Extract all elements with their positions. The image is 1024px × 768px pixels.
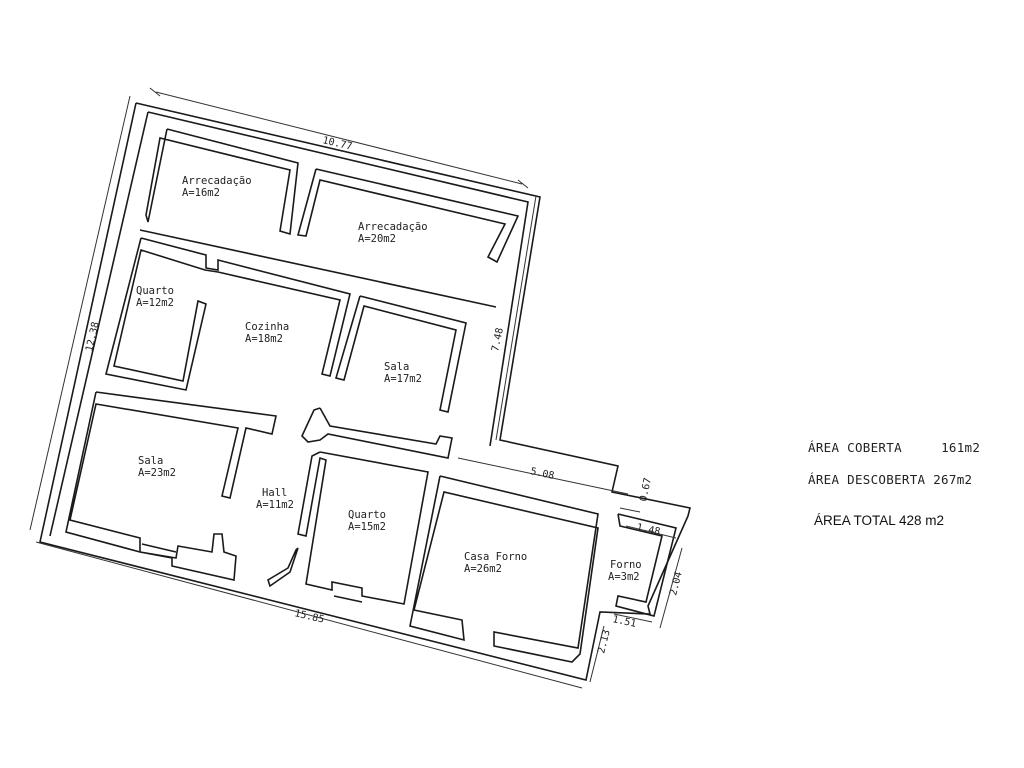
room-area: A=23m2 (138, 467, 176, 479)
summary-coberta-label: ÁREA COBERTA (808, 440, 902, 455)
room-name: Arrecadação (358, 221, 428, 233)
room-area: A=3m2 (608, 571, 640, 583)
room-name: Arrecadação (182, 175, 252, 187)
dimension-right-upper: 7.48 (490, 327, 506, 353)
dimension-forno-width: 1.51 (611, 614, 637, 630)
summary-coberta: ÁREA COBERTA 161m2 (808, 440, 980, 455)
room-name: Cozinha (245, 321, 289, 333)
summary-descoberta-label: ÁREA DESCOBERTA (808, 472, 926, 487)
dimension-small-1: 0.67 (638, 477, 654, 503)
room-name: Casa Forno (464, 551, 527, 563)
room-area: A=16m2 (182, 187, 220, 199)
room-name: Quarto (348, 509, 386, 521)
dimension-small-2: 1.48 (635, 522, 661, 538)
room-label-arrecadacao-20: Arrecadação A=20m2 (358, 221, 428, 245)
room-label-sala-23: Sala A=23m2 (138, 455, 176, 479)
room-name: Hall (262, 487, 287, 499)
room-label-quarto-15: Quarto A=15m2 (348, 509, 386, 533)
room-label-cozinha: Cozinha A=18m2 (245, 321, 289, 345)
room-label-hall: Hall A=11m2 (256, 487, 294, 511)
room-area: A=12m2 (136, 297, 174, 309)
room-label-arrecadacao-16: Arrecadação A=16m2 (182, 175, 252, 199)
dimension-forno-depth: 2.04 (668, 571, 685, 597)
room-label-sala-17: Sala A=17m2 (384, 361, 422, 385)
summary-total: ÁREA TOTAL 428 m2 (814, 513, 945, 528)
room-label-casa-forno: Casa Forno A=26m2 (464, 551, 527, 575)
room-name: Sala (384, 361, 409, 373)
room-name: Quarto (136, 285, 174, 297)
dimension-step: 5.08 (529, 466, 555, 482)
dimension-bottom: 15.85 (293, 608, 325, 625)
room-area: A=11m2 (256, 499, 294, 511)
outer-walls (39, 102, 691, 681)
summary-descoberta-value: 267m2 (933, 472, 973, 487)
room-name: Forno (610, 559, 642, 571)
interior-walls (65, 128, 677, 663)
dimension-lines (29, 87, 683, 689)
room-label-forno: Forno A=3m2 (608, 559, 642, 583)
room-label-quarto-12: Quarto A=12m2 (136, 285, 174, 309)
room-area: A=18m2 (245, 333, 283, 345)
dimension-forno-bottom: 2.13 (596, 629, 613, 655)
room-area: A=15m2 (348, 521, 386, 533)
summary-descoberta: ÁREA DESCOBERTA 267m2 (808, 472, 972, 487)
room-area: A=20m2 (358, 233, 396, 245)
room-name: Sala (138, 455, 163, 467)
room-area: A=26m2 (464, 563, 502, 575)
room-area: A=17m2 (384, 373, 422, 385)
summary-coberta-value: 161m2 (941, 440, 981, 455)
